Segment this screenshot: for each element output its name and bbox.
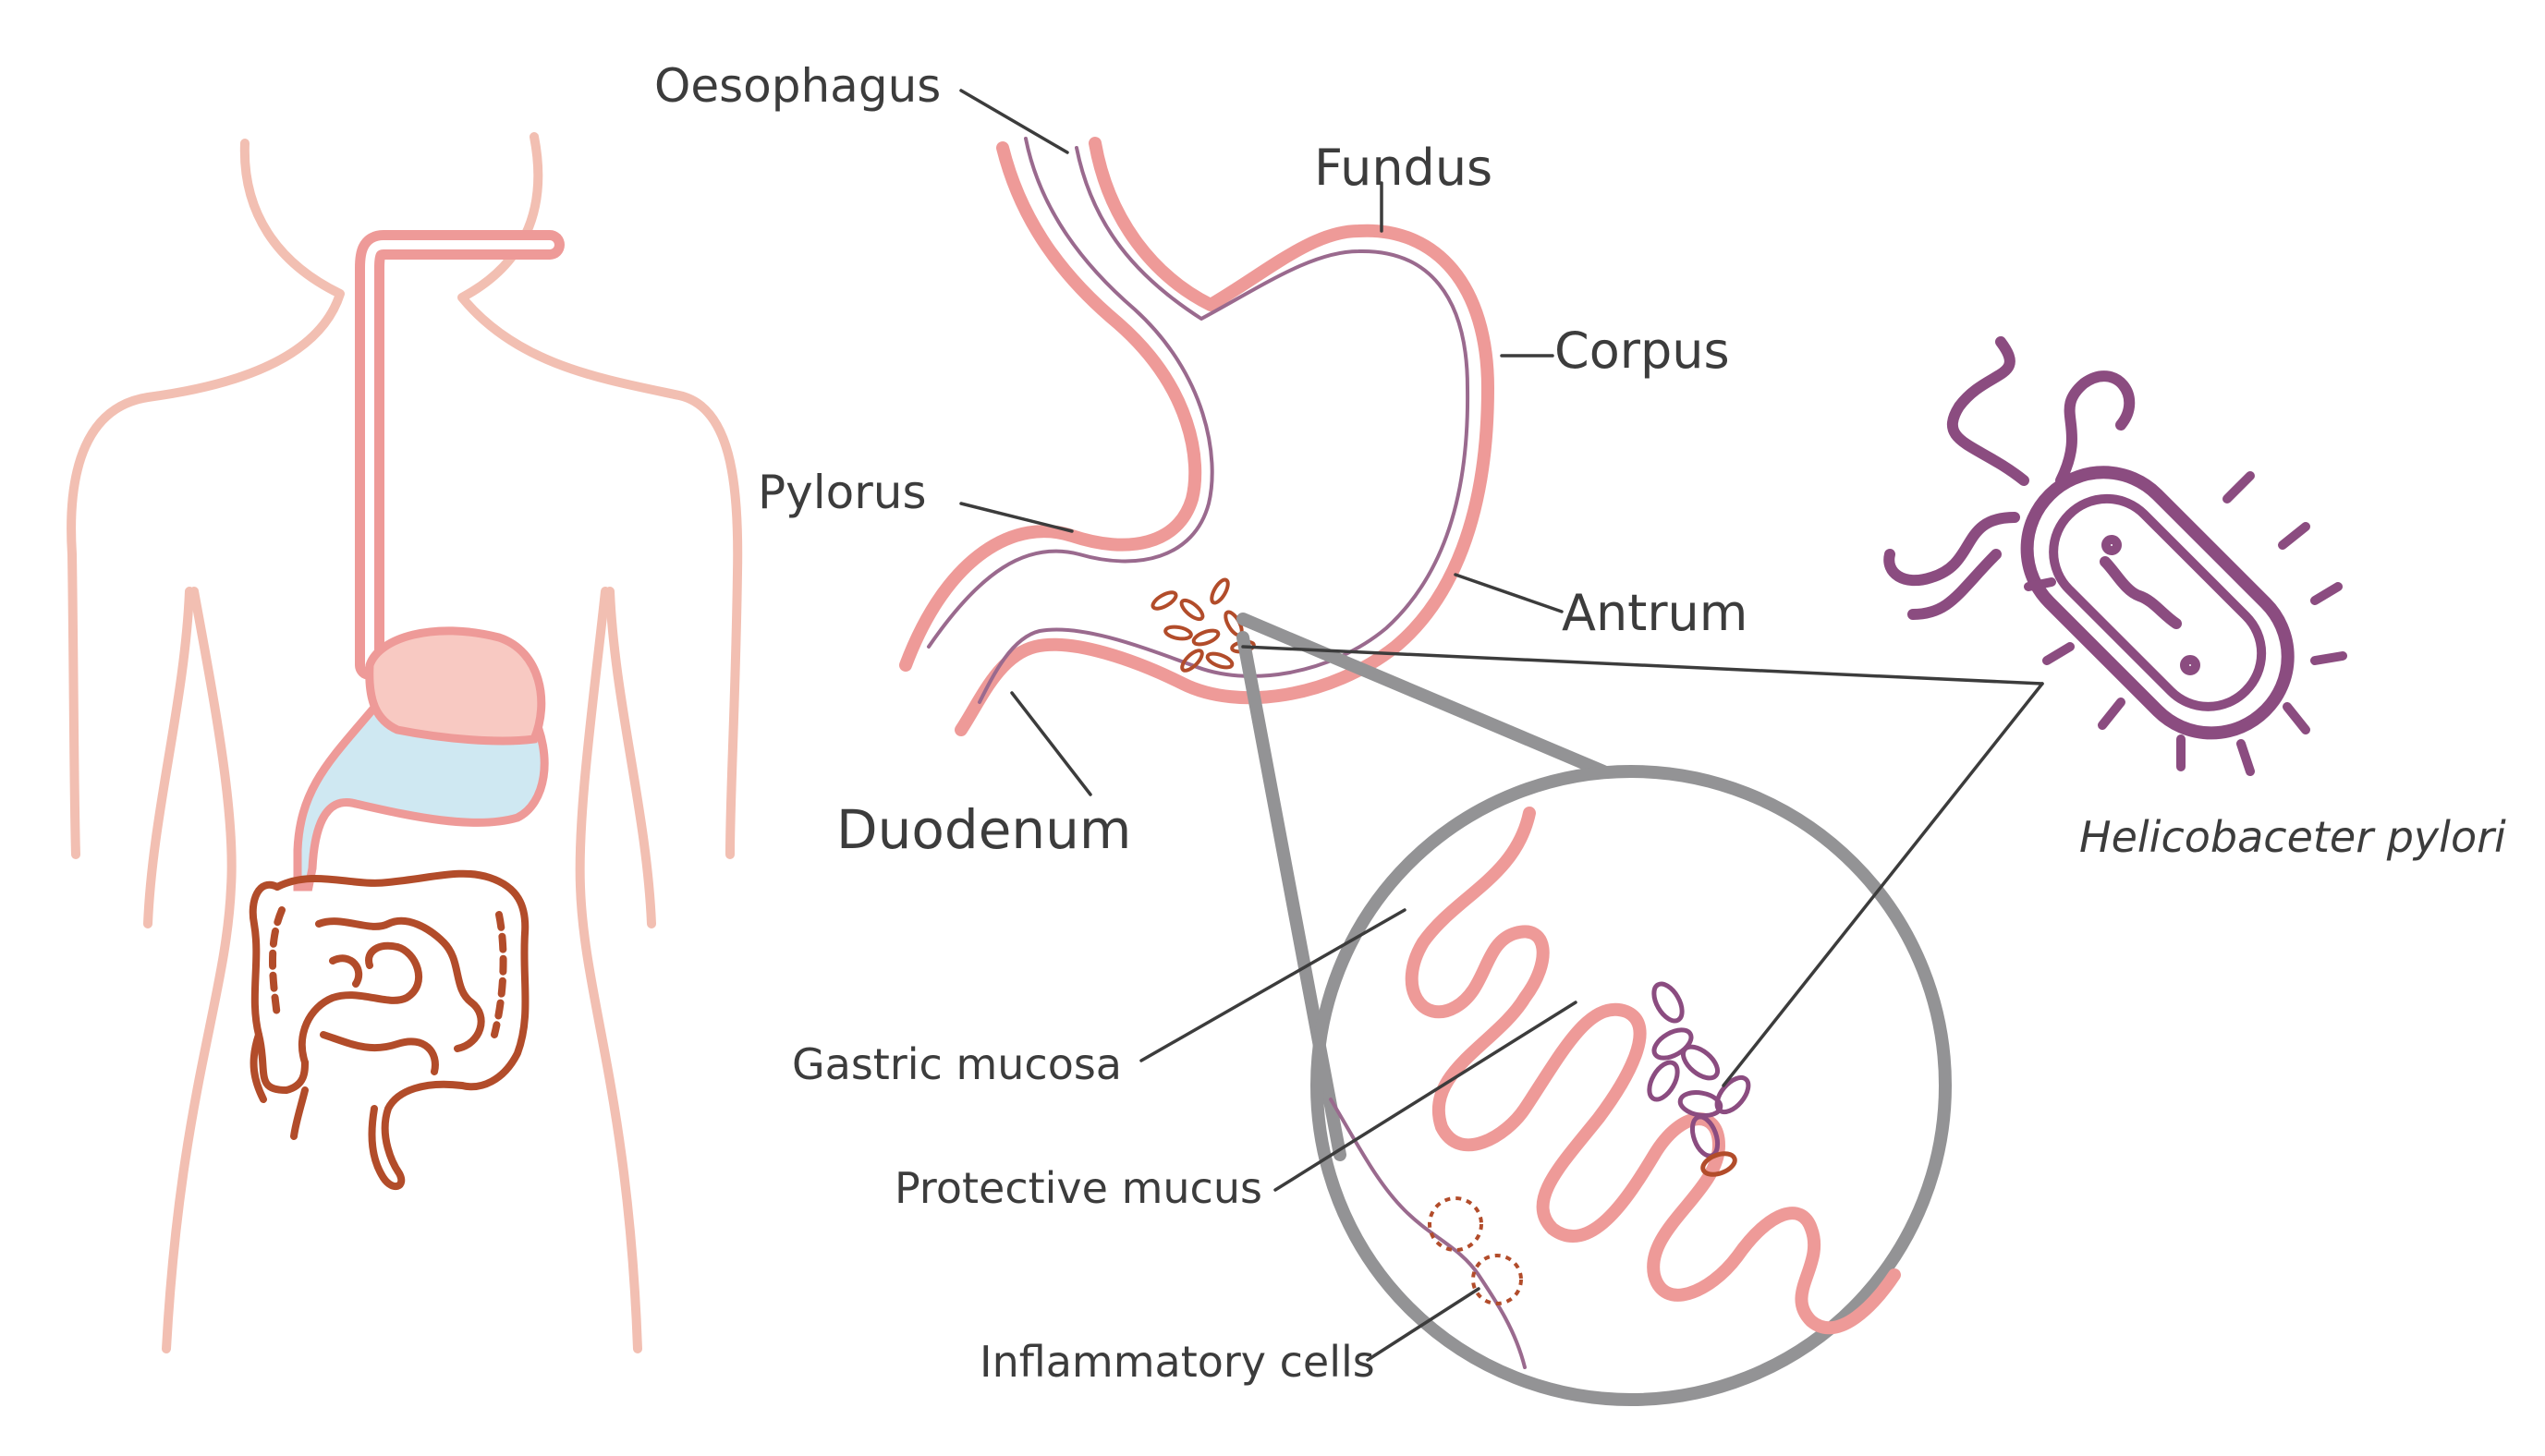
- oesophagus-tube: [355, 230, 565, 680]
- label-duodenum: Duodenum: [836, 798, 1131, 861]
- magnified-bacteria: [1647, 981, 1751, 1177]
- intestine-icon: [249, 869, 530, 1190]
- label-protective-mucus: Protective mucus: [895, 1163, 1262, 1213]
- stomach-wall-inner: [955, 137, 1494, 736]
- label-helicobacter-pylori: Helicobaceter pylori: [2079, 812, 2506, 862]
- leader-lines: [959, 89, 2044, 1362]
- inflammatory-cells-clusters: [1428, 1196, 1523, 1305]
- stomach-cross-section-icon: [899, 137, 1494, 736]
- body-outline-right: [457, 132, 743, 859]
- mucosa-line-right: [978, 146, 1470, 704]
- stomach-bacteria-cluster: [1151, 577, 1256, 673]
- labels: Oesophagus Fundus Corpus Pylorus Antrum …: [654, 59, 2506, 1387]
- body-stomach-top: [365, 626, 546, 746]
- magnifier-ring: [1310, 765, 1952, 1406]
- magnifier-circle-icon: [1236, 613, 1952, 1406]
- body-stomach-icon: [293, 626, 549, 892]
- arm-gap-left: [162, 587, 237, 1353]
- label-fundus: Fundus: [1314, 139, 1492, 197]
- label-pylorus: Pylorus: [758, 466, 927, 519]
- waist-left: [143, 587, 194, 928]
- human-torso-icon: [67, 132, 743, 1353]
- waist-right: [605, 587, 656, 928]
- label-inflammatory-cells: Inflammatory cells: [980, 1337, 1375, 1387]
- helicobacter-bacterium-icon: [1883, 336, 2347, 776]
- magnifier-connector: [1236, 613, 1610, 1161]
- label-corpus: Corpus: [1554, 322, 1730, 380]
- stomach-wall-outer: [899, 141, 1202, 672]
- label-oesophagus: Oesophagus: [654, 59, 941, 113]
- body-outline-left: [67, 139, 345, 859]
- mucosa-line-left: [927, 137, 1214, 649]
- arm-gap-right: [575, 587, 642, 1353]
- gastric-mucosa-folds: [1329, 807, 1901, 1369]
- label-antrum: Antrum: [1562, 584, 1747, 642]
- label-gastric-mucosa: Gastric mucosa: [792, 1039, 1122, 1089]
